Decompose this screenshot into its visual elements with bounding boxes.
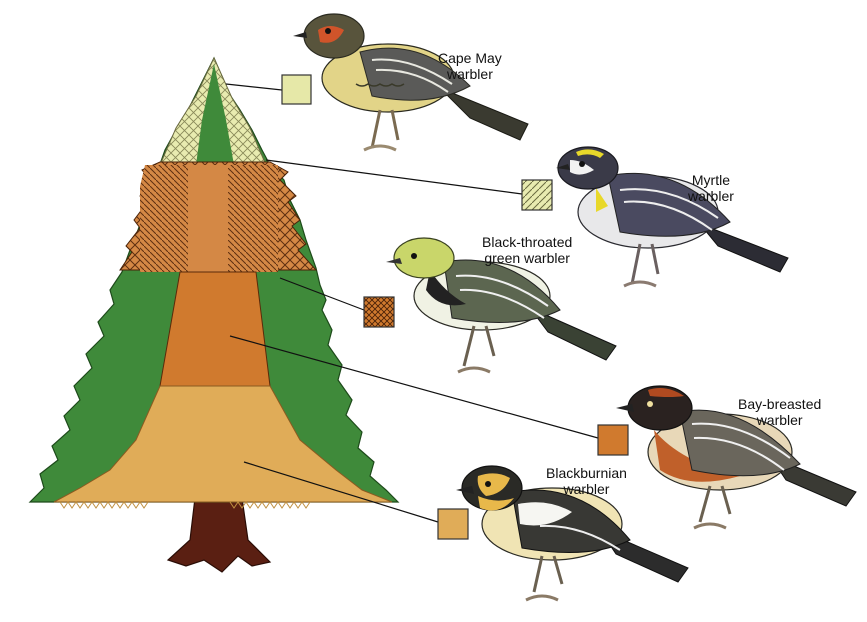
bay-breasted-warbler-illustration	[616, 385, 857, 530]
zone-middle-interior	[159, 271, 271, 387]
black-throated-green-warbler-illustration	[386, 237, 617, 374]
tree-fringe	[59, 501, 311, 509]
cape-may-warbler-illustration	[293, 13, 529, 152]
myrtle-warbler-illustration	[556, 146, 789, 288]
leader-line-bay-breasted	[229, 335, 599, 439]
label-blackburnian-line2: warbler	[563, 481, 610, 497]
label-myrtle-line2: warbler	[688, 188, 734, 204]
label-cape-may-line1: Cape May	[438, 50, 502, 66]
swatch-black-throated	[363, 296, 395, 328]
label-myrtle-warbler: Myrtle warbler	[688, 172, 734, 204]
blackburnian-warbler-illustration	[456, 465, 689, 602]
label-blackburnian-warbler: Blackburnian warbler	[546, 465, 627, 497]
label-blackburnian-line1: Blackburnian	[546, 465, 627, 481]
swatch-bay-breasted	[597, 424, 629, 456]
label-black-throated-green-warbler: Black-throated green warbler	[482, 234, 572, 266]
leader-line-myrtle	[265, 159, 523, 195]
swatch-blackburnian	[437, 508, 469, 540]
leader-lines	[225, 83, 599, 523]
label-bay-breasted-line1: Bay-breasted	[738, 396, 822, 412]
swatch-cape-may	[281, 74, 312, 105]
swatch-myrtle	[521, 179, 553, 211]
leader-line-blackburnian	[243, 461, 439, 523]
spruce-tree	[28, 56, 400, 573]
key-swatches	[281, 74, 629, 540]
leader-line-black-throated	[279, 277, 365, 311]
label-cape-may-line2: warbler	[446, 66, 493, 82]
zone-treetop-inner	[196, 64, 234, 165]
label-black-throated-line1: Black-throated	[482, 234, 573, 250]
leader-line-cape-may	[225, 83, 283, 91]
zone-lower-branches	[53, 385, 393, 503]
label-black-throated-line2: green warbler	[484, 250, 570, 266]
label-bay-breasted-warbler: Bay-breasted warbler	[738, 396, 821, 428]
tree-trunk	[166, 497, 272, 573]
label-myrtle-line1: Myrtle	[691, 172, 731, 188]
label-bay-breasted-line2: warbler	[756, 412, 803, 428]
label-cape-may-warbler: Cape May warbler	[438, 50, 502, 82]
